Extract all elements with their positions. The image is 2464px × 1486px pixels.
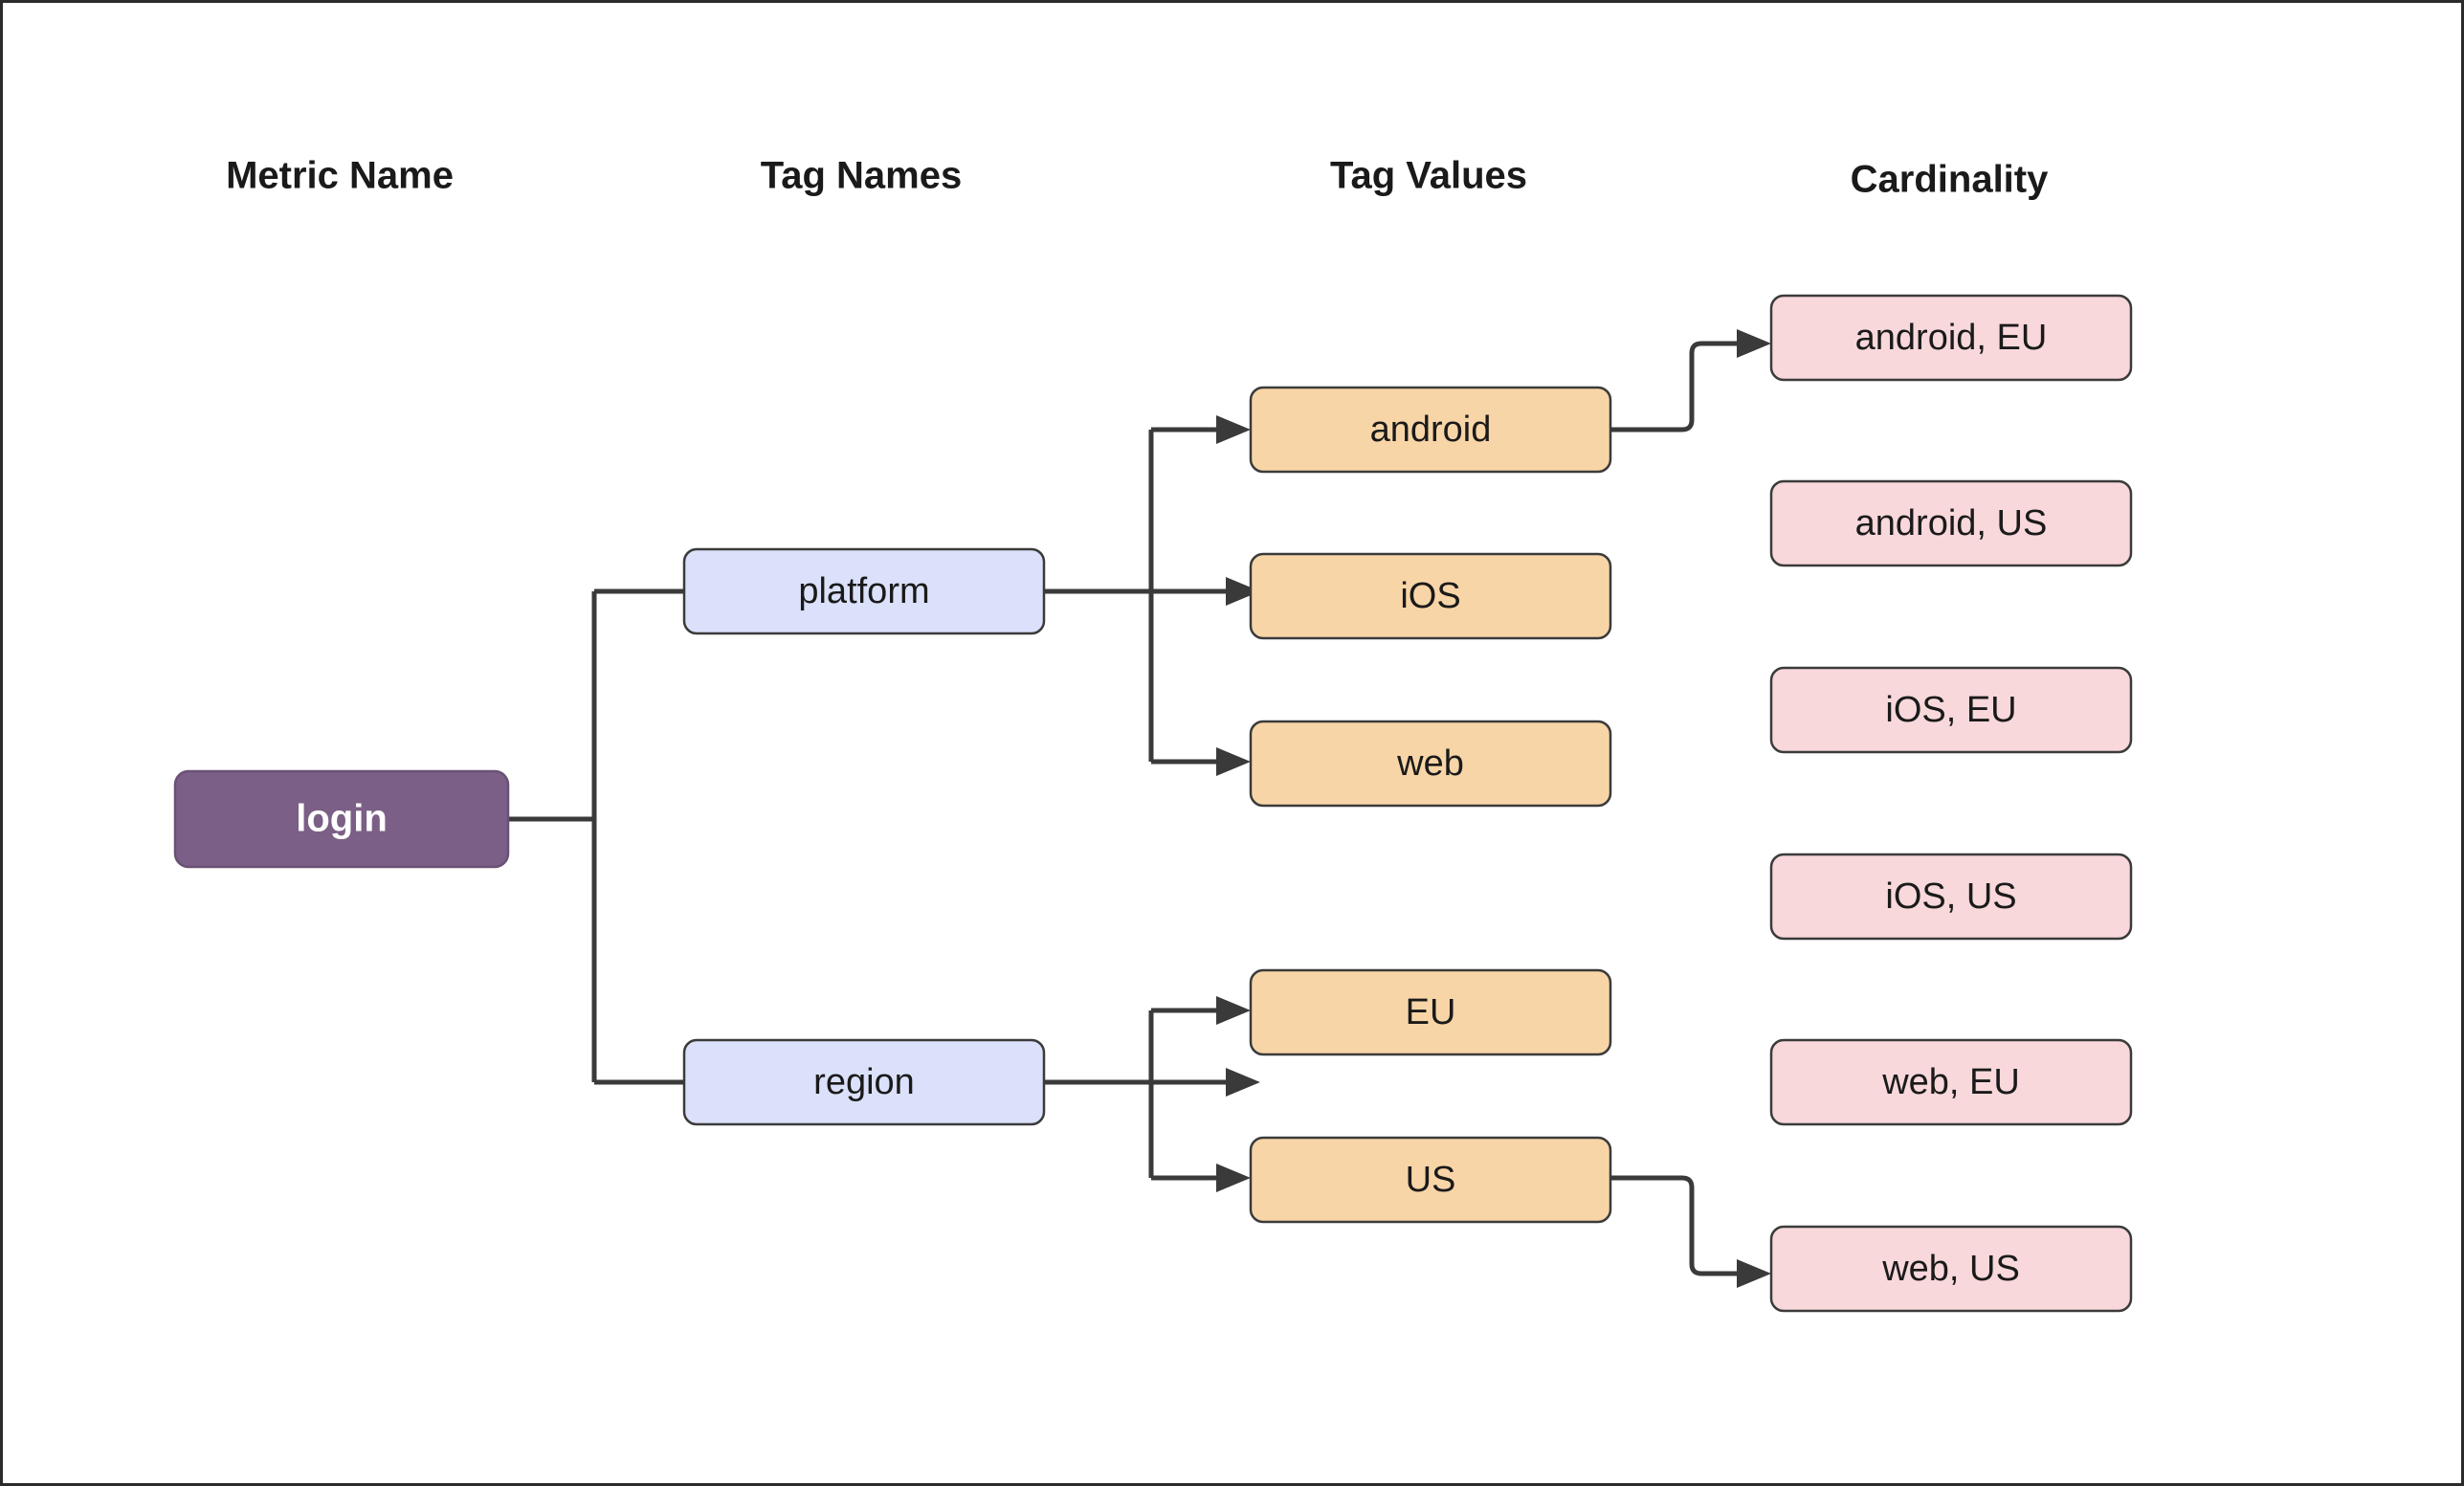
column-header-tag-values: Tag Values [1330, 155, 1527, 197]
node-android-box[interactable] [1249, 386, 1612, 474]
node-ios[interactable]: iOS [1249, 552, 1612, 640]
edge-us-to-web-us [1610, 1175, 1771, 1288]
column-header-tag-names: Tag Names [761, 155, 962, 197]
node-android-eu-box[interactable] [1769, 294, 2133, 382]
node-us-label: US [1406, 1160, 1456, 1200]
node-eu-box[interactable] [1249, 968, 1612, 1056]
node-ios-us-label: iOS, US [1885, 876, 2016, 917]
node-region[interactable]: region [682, 1038, 1046, 1126]
column-header-cardinality: Cardinality [1851, 159, 2049, 201]
node-ios-eu-label: iOS, EU [1885, 690, 2016, 730]
node-web-eu-box[interactable] [1769, 1038, 2133, 1126]
node-ios-us[interactable]: iOS, US [1769, 853, 2133, 941]
arrowhead-android-eu [1737, 329, 1771, 358]
arrowhead-eu [1216, 996, 1251, 1025]
node-login[interactable]: login [173, 769, 510, 869]
node-region-box[interactable] [682, 1038, 1046, 1126]
node-android-eu-label: android, EU [1855, 318, 2048, 358]
node-web-us-box[interactable] [1769, 1225, 2133, 1313]
node-ios-eu[interactable]: iOS, EU [1769, 666, 2133, 754]
node-region-label: region [813, 1062, 915, 1102]
cardinality-tree-diagram: Metric Name Tag Names Tag Values Cardina… [173, 155, 2133, 1313]
node-platform-label: platform [798, 571, 929, 611]
node-web-eu-label: web, EU [1881, 1062, 2020, 1102]
node-web[interactable]: web [1249, 720, 1612, 808]
node-android-us[interactable]: android, US [1769, 479, 2133, 567]
arrowhead-region [1226, 1068, 1260, 1097]
node-ios-label: iOS [1400, 576, 1460, 616]
node-android-eu[interactable]: android, EU [1769, 294, 2133, 382]
edge-path-android-eu [1610, 341, 1737, 432]
edge-platform-to-tagvalues [1044, 415, 1251, 776]
node-android-label: android [1370, 410, 1492, 450]
node-eu-label: EU [1406, 992, 1456, 1032]
node-login-box[interactable] [173, 769, 510, 869]
arrowhead-us [1216, 1164, 1251, 1192]
node-ios-eu-box[interactable] [1769, 666, 2133, 754]
node-web-label: web [1396, 743, 1464, 784]
node-android-us-box[interactable] [1769, 479, 2133, 567]
node-us-box[interactable] [1249, 1136, 1612, 1224]
edge-login-to-tagnames [508, 577, 1260, 1097]
arrowhead-web [1216, 747, 1251, 776]
node-platform-box[interactable] [682, 547, 1046, 635]
column-header-metric-name: Metric Name [226, 155, 454, 197]
node-platform[interactable]: platform [682, 547, 1046, 635]
node-android-us-label: android, US [1855, 503, 2048, 543]
node-web-eu[interactable]: web, EU [1769, 1038, 2133, 1126]
node-android[interactable]: android [1249, 386, 1612, 474]
node-web-box[interactable] [1249, 720, 1612, 808]
arrowhead-platform [1226, 577, 1260, 606]
node-ios-box[interactable] [1249, 552, 1612, 640]
edge-android-to-android-eu [1610, 329, 1771, 432]
node-ios-us-box[interactable] [1769, 853, 2133, 941]
edge-region-to-tagvalues [1044, 996, 1251, 1192]
node-web-us[interactable]: web, US [1769, 1225, 2133, 1313]
edge-path-web-us [1610, 1175, 1737, 1276]
node-login-label: login [296, 798, 388, 840]
node-eu[interactable]: EU [1249, 968, 1612, 1056]
arrowhead-android [1216, 415, 1251, 444]
node-us[interactable]: US [1249, 1136, 1612, 1224]
arrowhead-web-us [1737, 1259, 1771, 1288]
node-web-us-label: web, US [1881, 1249, 2020, 1289]
